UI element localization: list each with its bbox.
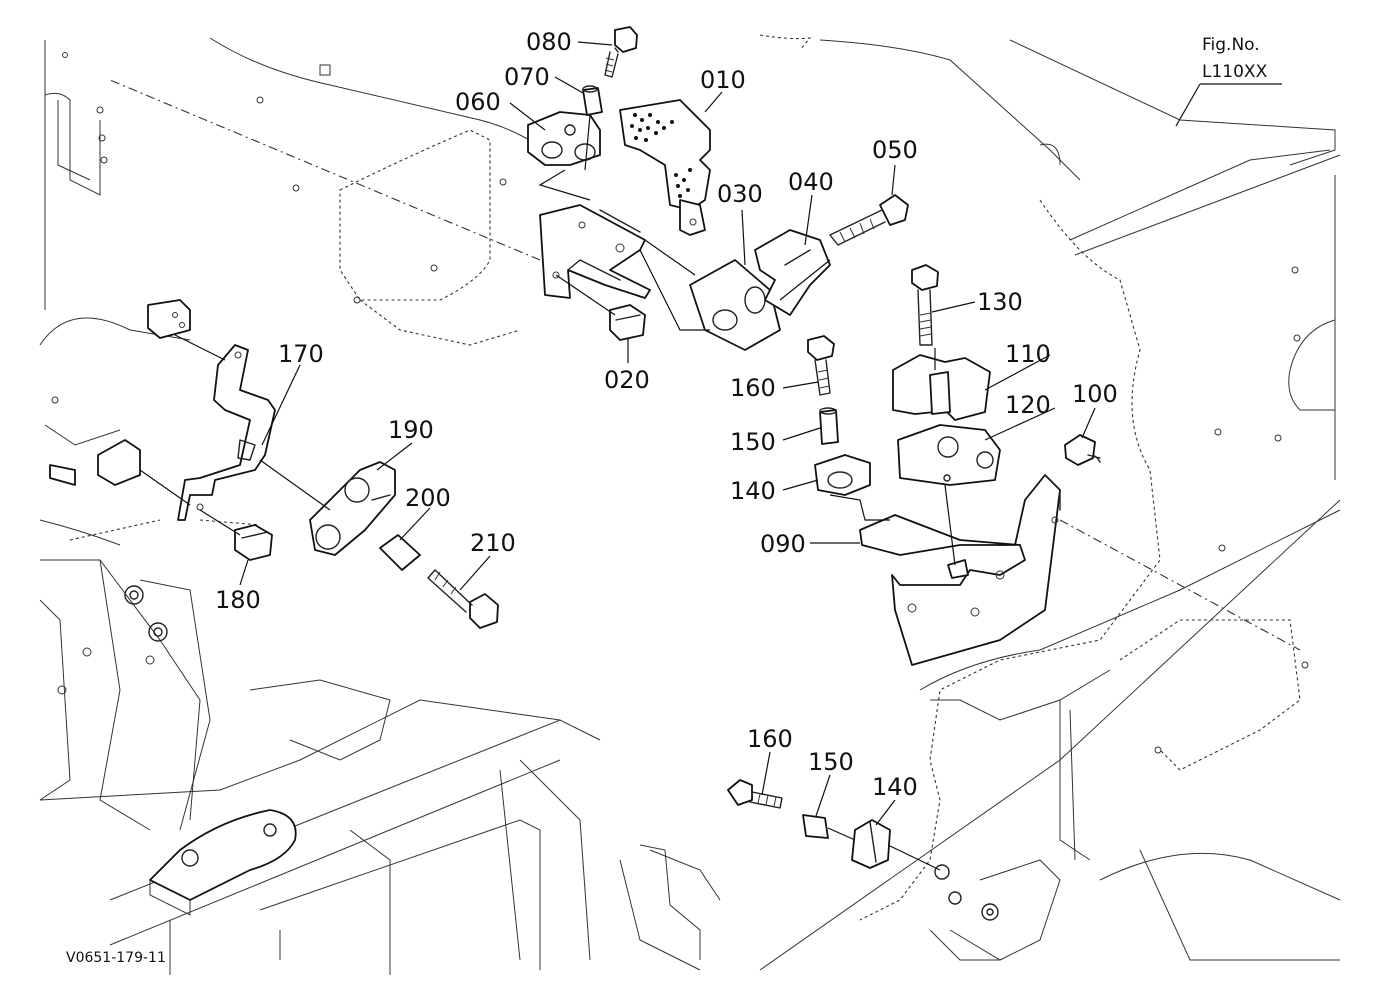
figure-number-block: Fig.No. L110XX (1202, 35, 1268, 82)
part-140-clamp-upper[interactable] (814, 454, 871, 496)
part-070-spacer[interactable] (582, 87, 603, 116)
part-170-bracket[interactable] (177, 344, 276, 521)
label-090: 090 (760, 530, 806, 558)
label-050: 050 (872, 136, 918, 164)
fig-number: L110XX (1202, 62, 1268, 82)
part-090-bracket[interactable] (859, 474, 1061, 666)
label-020: 020 (604, 366, 650, 394)
part-150-spacer-upper[interactable] (819, 409, 839, 445)
part-160-bolt-lower[interactable] (727, 779, 753, 806)
part-040-clip[interactable] (754, 229, 831, 316)
label-010: 010 (700, 66, 746, 94)
label-190: 190 (388, 416, 434, 444)
label-130: 130 (977, 288, 1023, 316)
label-150-upper: 150 (730, 428, 776, 456)
label-070: 070 (504, 63, 550, 91)
part-060-clamp[interactable] (527, 111, 601, 166)
part-160-bolt-upper[interactable] (807, 335, 835, 361)
label-leaders (239, 41, 1282, 826)
part-190-clamp[interactable] (309, 461, 396, 556)
upper-bracket-assembly (527, 26, 909, 351)
label-160-lower: 160 (747, 725, 793, 753)
part-150-spacer-lower[interactable] (802, 814, 829, 839)
label-180: 180 (215, 586, 261, 614)
part-labels: 080 070 060 010 050 030 040 020 130 170 … (215, 28, 1118, 801)
label-120: 120 (1005, 391, 1051, 419)
machine-frame (39, 34, 1341, 975)
label-160-upper: 160 (730, 374, 776, 402)
lower-assembly (727, 779, 941, 871)
part-100-nut[interactable] (1064, 434, 1096, 466)
label-200: 200 (405, 484, 451, 512)
label-210: 210 (470, 529, 516, 557)
part-050-bolt[interactable] (879, 194, 909, 226)
assembly-guide-lines (109, 79, 1301, 651)
label-140-upper: 140 (730, 477, 776, 505)
part-120-block[interactable] (897, 424, 1001, 486)
drawing-code: V0651-179-11 (66, 950, 166, 966)
label-150-lower: 150 (808, 748, 854, 776)
part-010-bracket[interactable] (539, 204, 651, 299)
part-130-bolt[interactable] (911, 264, 939, 291)
label-030: 030 (717, 180, 763, 208)
left-bracket-assembly (139, 334, 499, 629)
part-140-clamp-lower[interactable] (851, 819, 891, 869)
part-180-nut[interactable] (234, 524, 273, 561)
part-010-plate[interactable] (619, 99, 711, 211)
part-210-bolt[interactable] (469, 593, 499, 629)
part-200-spacer[interactable] (379, 534, 421, 571)
label-060: 060 (455, 88, 501, 116)
label-100: 100 (1072, 380, 1118, 408)
label-170: 170 (278, 340, 324, 368)
label-040: 040 (788, 168, 834, 196)
label-080: 080 (526, 28, 572, 56)
right-bracket-assembly (807, 264, 1101, 666)
part-080-bolt[interactable] (614, 26, 638, 53)
fig-label: Fig.No. (1202, 35, 1260, 55)
label-110: 110 (1005, 340, 1051, 368)
label-140-lower: 140 (872, 773, 918, 801)
part-020-nut[interactable] (609, 304, 646, 341)
